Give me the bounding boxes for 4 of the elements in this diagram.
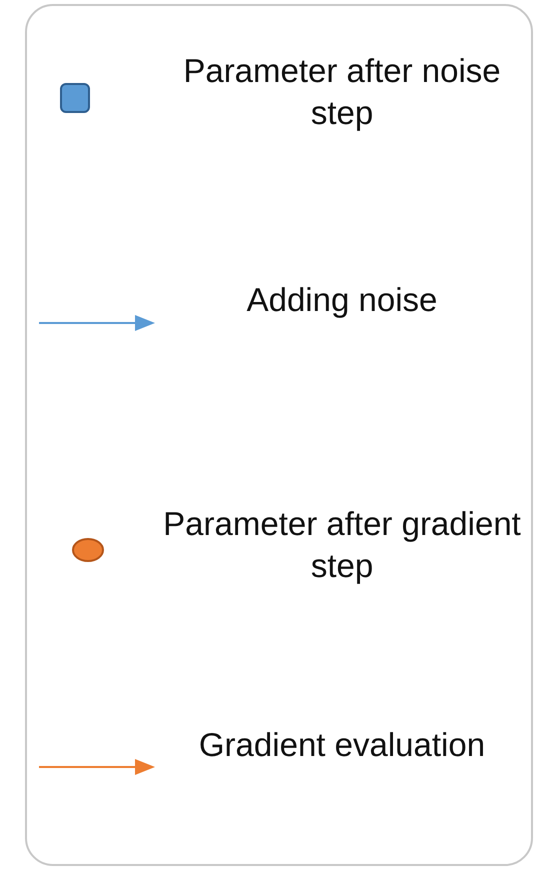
legend-label: Adding noise (246, 280, 438, 320)
legend-label: Gradient evaluation (198, 725, 486, 765)
legend-label: Parameter after gradient step (162, 504, 522, 586)
legend-label: Parameter after noise step (182, 51, 502, 133)
